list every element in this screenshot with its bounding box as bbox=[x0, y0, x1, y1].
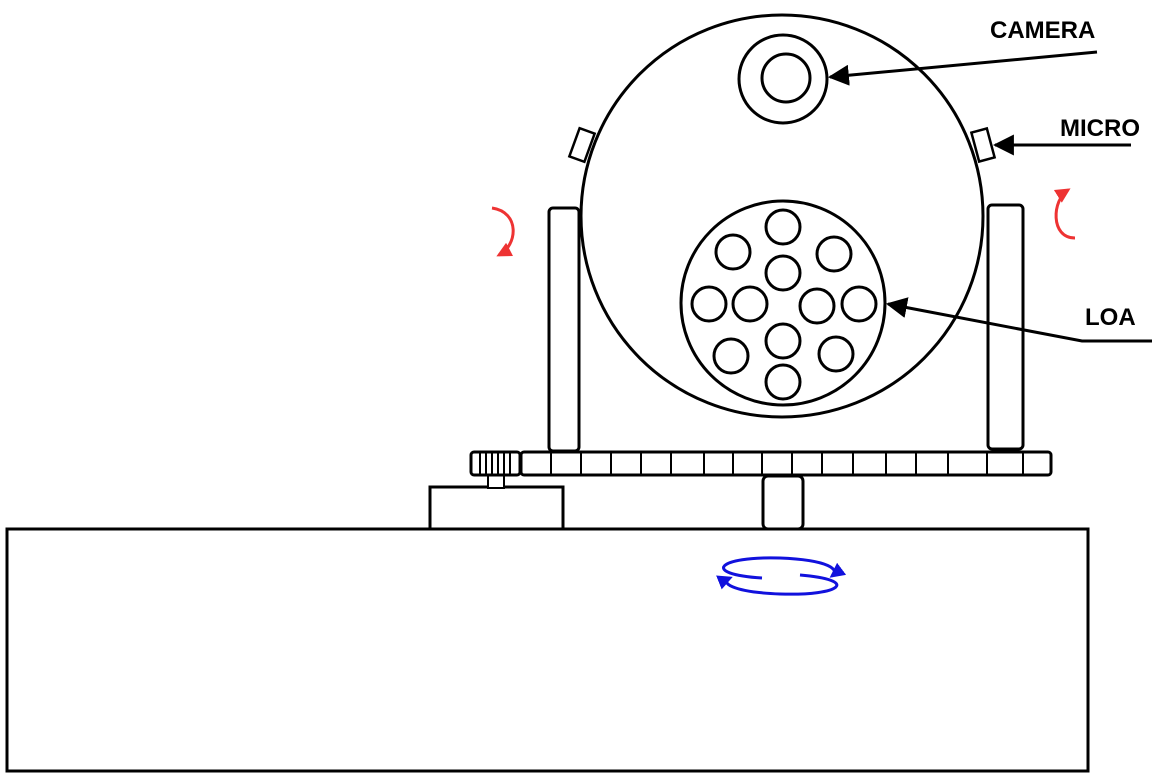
speaker bbox=[690, 285, 728, 323]
right-microphone bbox=[969, 126, 997, 164]
left-support-arm bbox=[547, 206, 581, 453]
micro-label: MICRO bbox=[1060, 115, 1140, 142]
pan-rotation-arrow bbox=[716, 556, 847, 596]
camera-label: CAMERA bbox=[990, 17, 1095, 44]
speaker-array bbox=[690, 208, 878, 401]
speaker bbox=[731, 285, 769, 323]
pinion-gear bbox=[469, 450, 522, 477]
left-microphone bbox=[567, 126, 597, 164]
gear-bar bbox=[519, 450, 1053, 477]
camera-lens bbox=[760, 52, 812, 104]
loa-leader-line bbox=[885, 297, 1152, 343]
gear-teeth bbox=[550, 452, 1024, 475]
camera-leader-line bbox=[827, 50, 1098, 86]
speaker bbox=[764, 254, 802, 292]
left-tilt-arrow bbox=[491, 206, 515, 257]
motor-block bbox=[428, 485, 565, 531]
speaker bbox=[712, 337, 750, 375]
speaker bbox=[764, 208, 802, 246]
speaker bbox=[764, 322, 802, 360]
speaker bbox=[798, 287, 836, 325]
speaker bbox=[815, 235, 853, 273]
pivot-shaft bbox=[761, 474, 805, 531]
loa-label: LOA bbox=[1085, 304, 1136, 331]
pinion-knurl bbox=[479, 452, 511, 475]
right-tilt-arrow bbox=[1053, 188, 1076, 240]
speaker bbox=[714, 233, 752, 271]
speaker bbox=[817, 335, 855, 373]
base-box bbox=[5, 527, 1090, 773]
pan-arrow-lower bbox=[716, 573, 839, 596]
gear-platform bbox=[469, 450, 1053, 477]
speaker bbox=[840, 285, 878, 323]
pan-arrow-upper bbox=[722, 556, 847, 580]
speaker bbox=[764, 363, 802, 401]
